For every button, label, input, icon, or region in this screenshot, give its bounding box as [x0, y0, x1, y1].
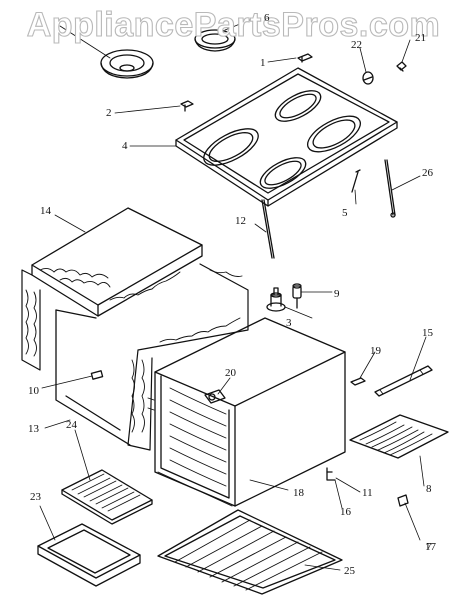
callout-5: 5 [342, 207, 348, 219]
oven-rack-25 [157, 509, 343, 595]
leader-lines [39, 17, 427, 571]
fitting-part-3 [266, 287, 286, 312]
callout-23: 23 [30, 491, 41, 503]
callout-4: 4 [122, 140, 128, 152]
grommet-part-22 [362, 71, 374, 85]
callout-3: 3 [286, 317, 292, 329]
callout-25: 25 [344, 565, 355, 577]
cooktop-main-top [175, 67, 398, 207]
probe-part-5 [351, 169, 361, 193]
callout-13: 13 [28, 423, 39, 435]
callout-22: 22 [351, 39, 362, 51]
element-part-9 [292, 283, 302, 309]
clip-part-1 [297, 53, 313, 63]
callout-19: 19 [370, 345, 381, 357]
callout-12: 12 [235, 215, 246, 227]
broil-element-8 [349, 414, 449, 459]
callout-10: 10 [28, 385, 39, 397]
broiler-pan-23 [37, 523, 141, 587]
drip-bowl-small [194, 29, 236, 52]
broiler-grid-24 [61, 469, 153, 525]
callout-1: 1 [260, 57, 266, 69]
callout-18: 18 [293, 487, 304, 499]
callout-7: 7 [426, 541, 432, 553]
callout-11: 11 [362, 487, 373, 499]
callout-26: 26 [422, 167, 433, 179]
callout-21: 21 [415, 32, 426, 44]
bracket-part-15 [374, 365, 433, 397]
callout-17: 17 [425, 541, 436, 553]
callout-9: 9 [334, 288, 340, 300]
clip-part-17 [397, 494, 409, 507]
rod-part-26 [384, 159, 396, 218]
screw-part-21 [396, 61, 407, 72]
insulation-blanket [21, 207, 249, 451]
callout-16: 16 [340, 506, 351, 518]
drip-bowl-large [100, 49, 154, 79]
rod-part-12 [261, 199, 275, 259]
callout-24: 24 [66, 419, 77, 431]
bracket-part-2 [180, 100, 194, 112]
outer-cabinet [55, 309, 131, 446]
callout-2: 2 [106, 107, 112, 119]
callout-6: 6 [264, 12, 270, 24]
callout-15: 15 [422, 327, 433, 339]
bracket-part-19 [350, 377, 366, 386]
clip-part-10 [90, 370, 104, 380]
callout-20: 20 [225, 367, 236, 379]
callout-8: 8 [426, 483, 432, 495]
clip-part-11 [326, 467, 336, 481]
oven-liner [147, 317, 346, 507]
callout-14: 14 [40, 205, 51, 217]
